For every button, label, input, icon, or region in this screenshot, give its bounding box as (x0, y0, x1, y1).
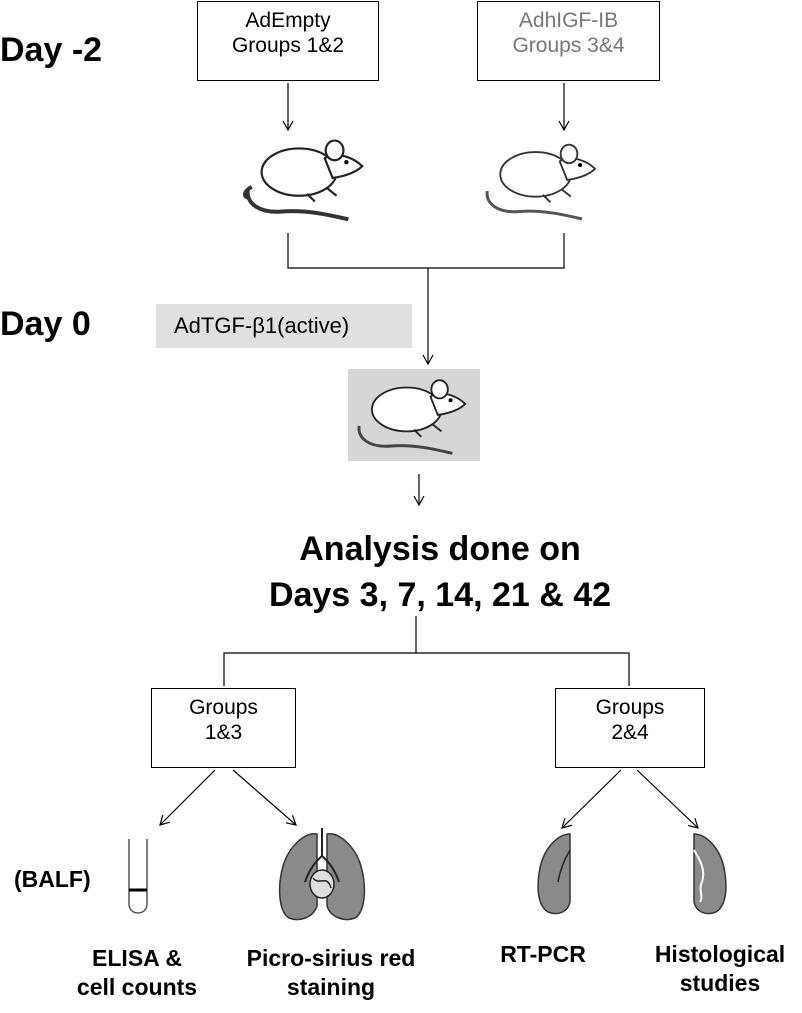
merge-line (287, 233, 565, 269)
arrow-to-histo (636, 769, 699, 829)
adhigf-box: AdhIGF-IB Groups 3&4 (477, 1, 660, 81)
analysis-title: Analysis done on Days 3, 7, 14, 21 & 42 (180, 526, 700, 618)
split-line (223, 652, 630, 686)
arrow-to-elisa (159, 769, 216, 826)
adempty-name: AdEmpty (245, 9, 331, 32)
half-lung-icon (693, 833, 727, 915)
mouse-icon (242, 139, 364, 222)
elisa-line-2: cell counts (76, 974, 198, 1000)
balf-label: (BALF) (14, 866, 91, 892)
adempty-groups: Groups 1&2 (231, 34, 345, 57)
elisa-label: ELISA & cell counts (62, 944, 212, 1002)
picro-line-2: staining (286, 974, 376, 1000)
mouse-icon (485, 143, 597, 221)
rtpcr-line-1: RT-PCR (500, 941, 586, 967)
mouse-icon (357, 379, 467, 455)
lungs-icon (278, 828, 366, 921)
picro-line-1: Picro-sirius red (246, 945, 416, 971)
groups-1-3-numbers: 1&3 (204, 721, 243, 744)
half-lung-icon (537, 833, 571, 915)
histo-line-2: studies (679, 970, 761, 996)
adempty-box: AdEmpty Groups 1&2 (197, 1, 379, 81)
groups-1-3-box: Groups 1&3 (151, 688, 296, 768)
adhigf-name: AdhIGF-IB (518, 9, 619, 32)
groups-2-4-numbers: 2&4 (611, 721, 649, 744)
picro-label: Picro-sirius red staining (222, 944, 440, 1002)
analysis-line-1: Analysis done on (299, 530, 581, 568)
treatment-label: AdTGF-β1(active) (156, 304, 412, 348)
adhigf-groups: Groups 3&4 (512, 34, 625, 57)
day-minus-2-label: Day -2 (0, 31, 103, 69)
day-0-label: Day 0 (0, 305, 91, 343)
groups-2-4-label: Groups (595, 696, 665, 719)
tube-icon (128, 839, 148, 914)
arrow-to-picro (232, 769, 297, 826)
groups-1-3-label: Groups (189, 696, 258, 719)
groups-2-4-box: Groups 2&4 (555, 688, 705, 768)
histo-line-1: Histological (654, 941, 786, 967)
rtpcr-label: RT-PCR (483, 940, 603, 969)
elisa-line-1: ELISA & (92, 945, 182, 971)
arrow-to-rtpcr (561, 769, 622, 829)
histo-label: Histological studies (640, 940, 800, 998)
analysis-line-2: Days 3, 7, 14, 21 & 42 (268, 576, 612, 614)
